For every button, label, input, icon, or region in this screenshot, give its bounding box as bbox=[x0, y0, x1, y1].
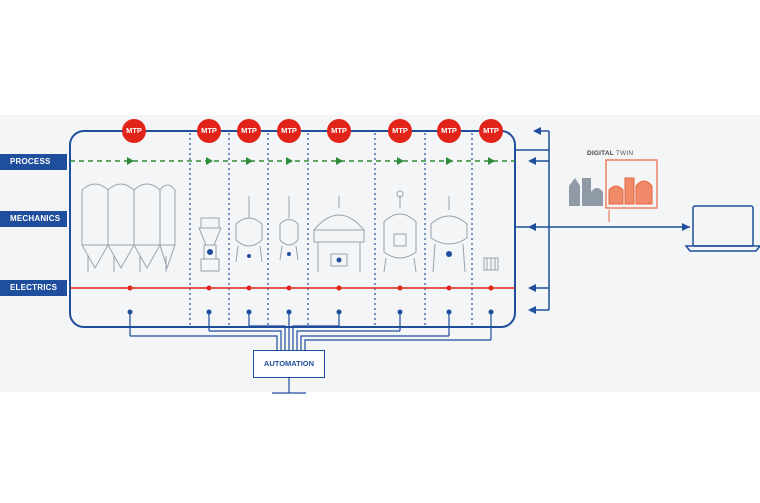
row-label-mechanics: MECHANICS bbox=[0, 211, 67, 227]
row-label-electrics: ELECTRICS bbox=[0, 280, 67, 296]
mtp-badge: MTP bbox=[237, 119, 261, 143]
tank-icon bbox=[279, 196, 299, 261]
tank-icon bbox=[430, 196, 468, 273]
module-separators bbox=[189, 133, 473, 325]
row-label-process: PROCESS bbox=[0, 154, 67, 170]
arrow-heads bbox=[528, 127, 690, 314]
mtp-badge: MTP bbox=[122, 119, 146, 143]
automation-connectors bbox=[129, 312, 492, 394]
mtp-badge: MTP bbox=[388, 119, 412, 143]
digital-twin-icon bbox=[569, 159, 658, 222]
mill-icon bbox=[198, 217, 222, 272]
electrics-dots bbox=[127, 285, 494, 291]
mtp-badge: MTP bbox=[437, 119, 461, 143]
process-arrows bbox=[127, 157, 495, 165]
mtp-badge: MTP bbox=[277, 119, 301, 143]
silo-icon bbox=[81, 183, 176, 272]
digital-twin-label-rest: TWIN bbox=[615, 150, 634, 157]
mtp-badge: MTP bbox=[479, 119, 503, 143]
interface-arrows bbox=[515, 130, 690, 311]
automation-dots bbox=[127, 309, 494, 315]
mtp-badge: MTP bbox=[327, 119, 351, 143]
mtp-badge: MTP bbox=[197, 119, 221, 143]
tank-icon bbox=[312, 196, 366, 272]
digital-twin-label-bold: DIGITAL bbox=[587, 150, 614, 157]
automation-box: AUTOMATION bbox=[253, 350, 325, 378]
heat-exchanger-icon bbox=[483, 257, 499, 271]
digital-twin-label: DIGITAL TWIN bbox=[587, 150, 633, 157]
tank-icon bbox=[383, 190, 417, 273]
laptop-icon bbox=[684, 205, 760, 252]
tank-icon bbox=[235, 196, 263, 263]
